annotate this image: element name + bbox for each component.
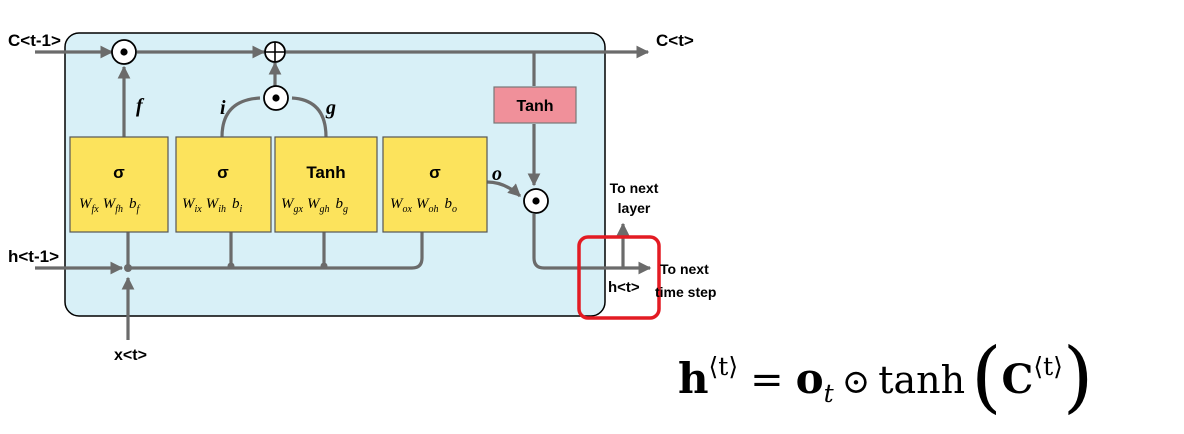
to-next-time-line2: time step — [655, 284, 716, 300]
eq-lparen: ( — [971, 332, 1001, 422]
bias: b — [232, 196, 240, 212]
eq-rparen: ) — [1063, 332, 1093, 422]
eq-tanh: tanh — [878, 358, 965, 402]
weight-h-sub: gh — [319, 204, 329, 215]
eq-h: h — [678, 354, 709, 403]
weight-x-sub: gx — [294, 204, 304, 215]
eq-equals: = — [750, 357, 784, 403]
gate-symbol: σ — [113, 163, 125, 182]
svg-text:h⟨t⟩=ot⊙tanh(C⟨t⟩): h⟨t⟩=ot⊙tanh(C⟨t⟩) — [678, 332, 1093, 422]
eq-c-sup: ⟨t⟩ — [1033, 352, 1063, 381]
bias: b — [444, 196, 452, 212]
output-multiply-op — [523, 188, 549, 214]
gate-symbol: σ — [217, 163, 229, 182]
eq-o: o — [796, 354, 824, 403]
weight-h: W — [416, 196, 430, 212]
input-multiply-op — [263, 85, 289, 111]
eq-odot: ⊙ — [842, 362, 871, 402]
weight-h: W — [103, 196, 117, 212]
weight-x-sub: ix — [195, 204, 203, 215]
weight-x: W — [182, 196, 196, 212]
candidate-gate-label: g — [325, 97, 336, 119]
input-label: x<t> — [114, 347, 147, 364]
weight-h-sub: oh — [428, 204, 438, 215]
eq-c: C — [1002, 356, 1034, 403]
bias-sub: f — [137, 204, 141, 215]
weight-x-sub: ox — [403, 204, 413, 215]
add-op — [264, 41, 286, 63]
weight-h: W — [307, 196, 321, 212]
to-next-time-line1: To next — [660, 261, 709, 277]
weight-h-sub: fh — [115, 204, 123, 215]
bias: b — [335, 196, 343, 212]
input-bus — [35, 232, 424, 340]
bias: b — [129, 196, 137, 212]
cell-state-prev-label: C<t-1> — [8, 31, 61, 50]
output-equation: h⟨t⟩=ot⊙tanh(C⟨t⟩) — [678, 332, 1093, 422]
weight-x: W — [79, 196, 93, 212]
output-highlight-box — [577, 235, 661, 320]
to-next-layer-line1: To next — [610, 180, 659, 196]
bias-sub: o — [452, 204, 457, 215]
gate-symbol: σ — [429, 163, 441, 182]
to-next-layer-line2: layer — [618, 200, 651, 216]
hidden-state-prev-label: h<t-1> — [8, 247, 59, 266]
weight-h: W — [206, 196, 220, 212]
weight-x: W — [390, 196, 404, 212]
forget-multiply-op — [111, 39, 137, 65]
hidden-state-next-label: h<t> — [608, 279, 640, 296]
bias-sub: g — [343, 204, 348, 215]
bias-sub: i — [240, 204, 243, 215]
weight-x: W — [281, 196, 295, 212]
eq-h-sup: ⟨t⟩ — [709, 352, 739, 381]
output-gate-label: o — [492, 163, 502, 185]
gate-symbol: Tanh — [306, 163, 345, 182]
weight-h-sub: ih — [218, 204, 226, 215]
cell-state-next-label: C<t> — [656, 31, 694, 50]
gate-connections — [117, 52, 652, 275]
weight-x-sub: fx — [92, 204, 100, 215]
eq-o-sub: t — [824, 379, 835, 408]
tanh-box: Tanh — [493, 86, 577, 124]
input-gate-label: i — [220, 97, 226, 119]
forget-gate-label: f — [136, 95, 145, 117]
tanh-label: Tanh — [516, 98, 553, 115]
